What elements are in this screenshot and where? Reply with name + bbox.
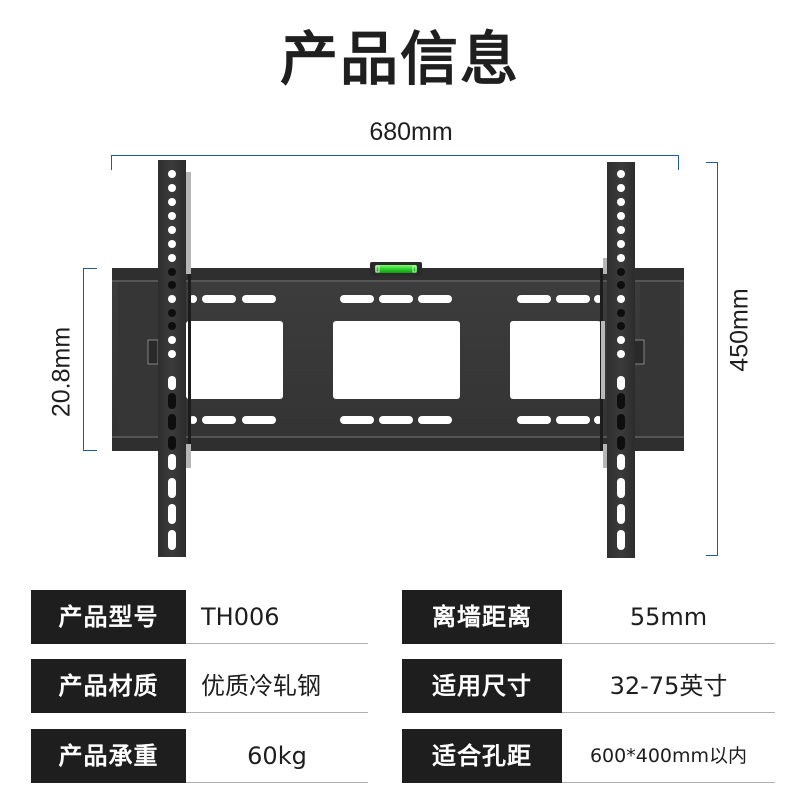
spec-value: 600*400mm以内 xyxy=(562,729,775,783)
spec-value: 32-75英寸 xyxy=(562,659,775,713)
page-title: 产品信息 xyxy=(279,25,520,93)
left-bracket-arm xyxy=(158,160,191,557)
tv-mount-illustration xyxy=(112,160,684,558)
spec-label: 产品承重 xyxy=(31,729,186,783)
spec-label: 产品材质 xyxy=(31,659,186,713)
spec-row-vesa-spacing: 适合孔距 600*400mm以内 xyxy=(402,729,777,783)
spec-label: 离墙距离 xyxy=(402,590,562,644)
spec-row-load-capacity: 产品承重 60kg xyxy=(31,729,371,783)
spec-value: 60kg xyxy=(186,729,368,783)
spec-row-model: 产品型号 TH006 xyxy=(31,590,371,644)
height-dimension-line xyxy=(706,162,718,556)
depth-dimension-line xyxy=(83,268,97,451)
right-bracket-arm xyxy=(603,162,635,558)
spec-label: 适用尺寸 xyxy=(402,659,562,713)
width-dimension-line xyxy=(111,155,679,170)
spec-value: 55mm xyxy=(562,590,775,644)
spec-value: 优质冷轧钢 xyxy=(186,659,368,713)
spec-row-screen-size: 适用尺寸 32-75英寸 xyxy=(402,659,777,713)
spec-value: TH006 xyxy=(186,590,368,644)
wall-plate xyxy=(112,268,684,451)
bubble-level-icon xyxy=(370,262,422,276)
spec-label: 产品型号 xyxy=(31,590,186,644)
spec-label: 适合孔距 xyxy=(402,729,562,783)
spec-row-wall-distance: 离墙距离 55mm xyxy=(402,590,777,644)
width-dimension-label: 680mm xyxy=(369,118,453,146)
spec-row-material: 产品材质 优质冷轧钢 xyxy=(31,659,371,713)
